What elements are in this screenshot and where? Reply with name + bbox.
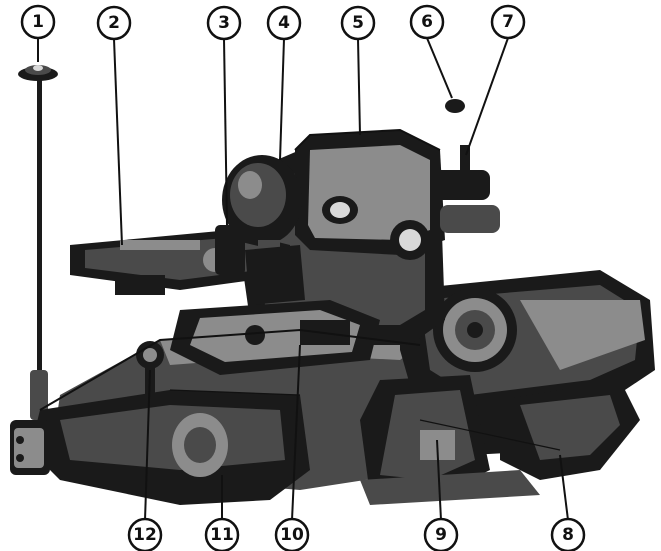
- output-flange: [10, 420, 50, 475]
- dipstick-rod: [37, 78, 42, 378]
- dipstick-cap: [18, 65, 58, 81]
- callout-3: 3: [206, 5, 242, 41]
- callout-1-label: 1: [32, 12, 44, 32]
- callout-10-label: 10: [280, 525, 304, 545]
- callout-3-label: 3: [218, 13, 230, 33]
- callout-4: 4: [266, 5, 302, 41]
- callout-8: 8: [550, 517, 586, 551]
- callout-4-label: 4: [278, 13, 290, 33]
- engine-illustration: [10, 65, 655, 505]
- callout-5-label: 5: [352, 13, 364, 33]
- callout-7: 7: [490, 4, 526, 40]
- callout-12-label: 12: [133, 525, 157, 545]
- callout-10: 10: [274, 517, 310, 551]
- callout-7-label: 7: [502, 12, 514, 32]
- callout-2-label: 2: [108, 13, 120, 33]
- fuel-pump: [215, 225, 305, 305]
- leader-lines: [37, 37, 569, 521]
- callout-8-label: 8: [562, 525, 574, 545]
- callout-9-label: 9: [435, 525, 447, 545]
- callout-6-label: 6: [421, 12, 433, 32]
- pulley-wheel: [433, 288, 517, 372]
- callout-5: 5: [340, 5, 376, 41]
- callout-1: 1: [20, 4, 56, 40]
- callout-9: 9: [423, 517, 459, 551]
- callout-12: 12: [127, 517, 163, 551]
- callout-11: 11: [204, 517, 240, 551]
- exhaust-manifold: [390, 145, 500, 260]
- callout-11-label: 11: [210, 525, 234, 545]
- callout-2: 2: [96, 5, 132, 41]
- filler-plug: [445, 99, 465, 113]
- callout-6: 6: [409, 4, 445, 40]
- oil-bath-dome: [222, 155, 302, 245]
